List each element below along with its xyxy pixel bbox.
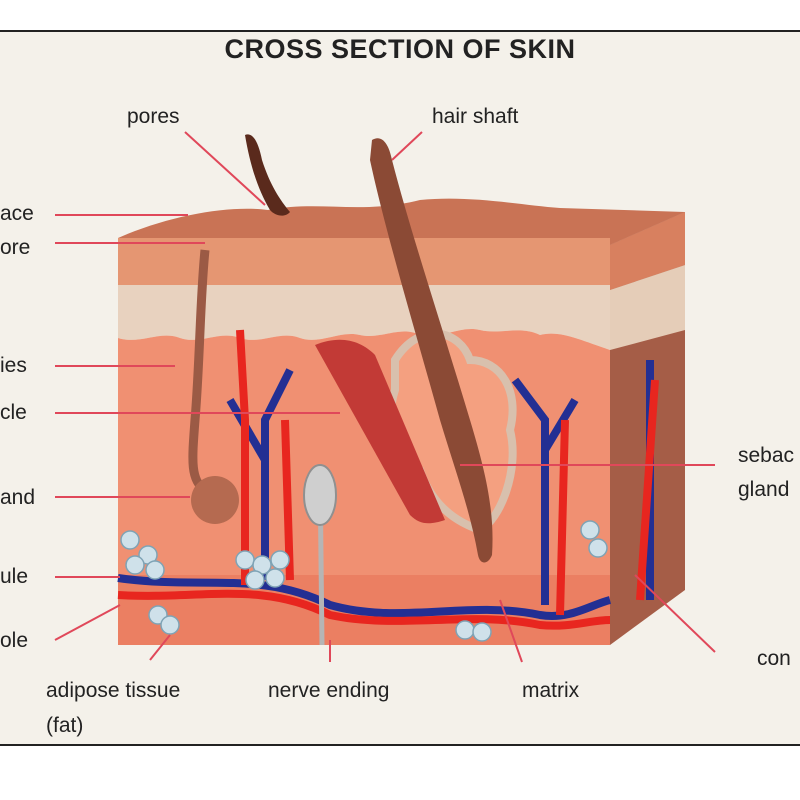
pointer-lines xyxy=(54,131,716,663)
label-vessel: ole xyxy=(0,629,29,652)
label-hair-shaft: hair shaft xyxy=(432,105,519,128)
diagram-title: CROSS SECTION OF SKIN xyxy=(224,34,576,64)
sweat-duct xyxy=(188,249,210,494)
label-sebaceous-line2: gland xyxy=(738,478,790,501)
sweat-gland-coil xyxy=(191,476,239,524)
label-pore: ore xyxy=(0,236,31,259)
arrector-pili-muscle xyxy=(315,339,445,524)
epidermis-layer xyxy=(118,238,610,288)
label-gland: and xyxy=(0,486,36,509)
hair-shaft xyxy=(370,138,493,563)
label-connective: con xyxy=(757,647,791,670)
artery-network xyxy=(117,329,659,630)
label-capillaries: ies xyxy=(0,354,27,377)
label-lobule: ule xyxy=(0,565,29,588)
label-sebaceous-line1: sebac xyxy=(738,444,795,467)
side-epidermis xyxy=(610,212,685,290)
adipose-clusters xyxy=(120,520,608,642)
label-adipose-line1: adipose tissue xyxy=(46,679,181,702)
label-pores: pores xyxy=(127,105,180,128)
side-dermis-layer xyxy=(610,265,685,350)
label-matrix: matrix xyxy=(522,679,580,702)
label-muscle: cle xyxy=(0,401,27,424)
label-nerve-ending: nerve ending xyxy=(268,679,390,702)
label-surface: ace xyxy=(0,202,34,225)
label-adipose-line2: (fat) xyxy=(46,714,84,737)
pore-hair xyxy=(245,134,290,216)
pacinian-corpuscle xyxy=(303,464,337,526)
